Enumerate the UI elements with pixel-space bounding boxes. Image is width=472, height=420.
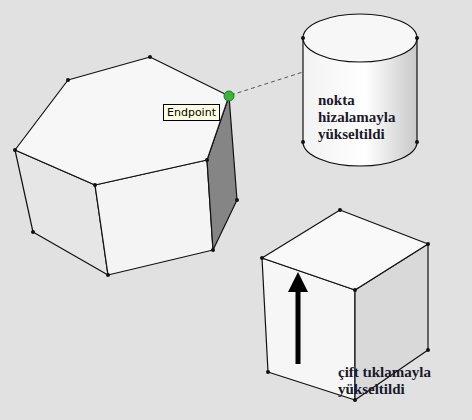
vertex-dots bbox=[301, 36, 419, 144]
extruded-note-text: çift tıklamayla yükseltildi bbox=[338, 364, 450, 398]
extruded-note-text: nokta hizalamayla yükseltildi bbox=[318, 92, 413, 143]
endpoint-marker bbox=[224, 91, 234, 101]
cylinder bbox=[303, 14, 417, 166]
extruded-note: çift tıklamayla yükseltildi bbox=[338, 364, 450, 398]
hexagon-prism bbox=[15, 57, 237, 275]
extruded-note: nokta hizalamayla yükseltildi bbox=[318, 92, 413, 143]
vertex-dots bbox=[13, 55, 239, 277]
push-arrow bbox=[288, 272, 308, 364]
tooltip: Endpoint bbox=[163, 104, 220, 121]
tooltip-text: Endpoint bbox=[167, 105, 216, 120]
inference-line bbox=[231, 72, 303, 95]
